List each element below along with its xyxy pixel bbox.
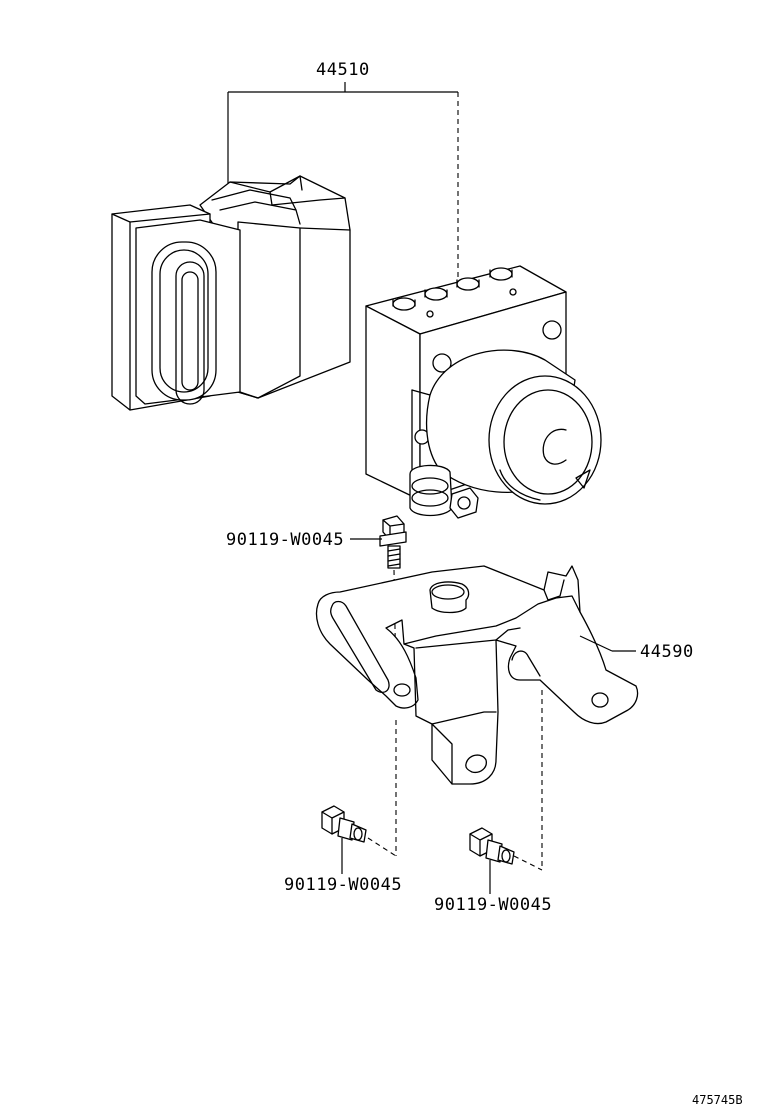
label-44510[interactable]: 44510 xyxy=(316,60,370,80)
leader-44590 xyxy=(579,635,613,652)
bolt-top xyxy=(379,515,407,569)
label-bolt-top[interactable]: 90119-W0045 xyxy=(226,530,344,550)
label-44590[interactable]: 44590 xyxy=(640,642,694,662)
reference-number: 475745B xyxy=(692,1093,743,1107)
hydraulic-unit xyxy=(365,265,602,519)
bolt-bottom-left xyxy=(321,805,367,843)
bracket xyxy=(315,565,639,785)
label-bolt-bottom-right[interactable]: 90119-W0045 xyxy=(434,895,552,915)
bolt-bottom-right xyxy=(469,827,515,865)
ecu-unit xyxy=(111,175,351,411)
port-caps xyxy=(392,267,517,318)
label-bolt-bottom-left[interactable]: 90119-W0045 xyxy=(284,875,402,895)
leader-44510 xyxy=(227,82,459,280)
